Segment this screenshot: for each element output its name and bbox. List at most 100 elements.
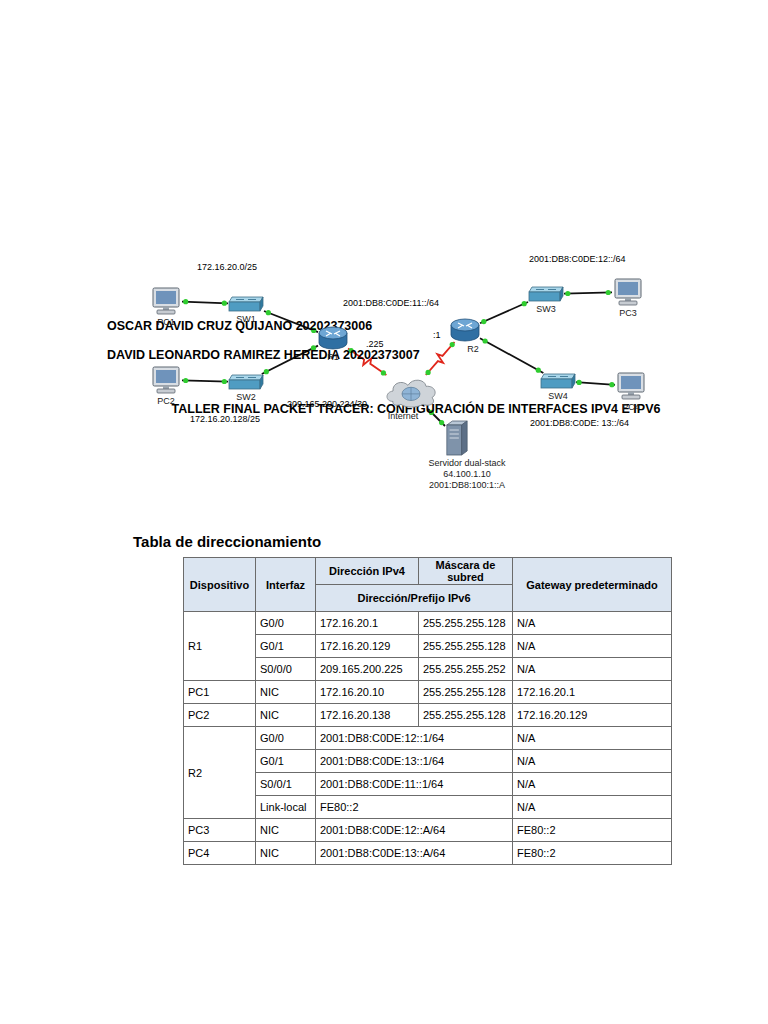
table-cell: G0/1 [256, 635, 316, 658]
header-cell: Interfaz [256, 558, 316, 612]
table-cell: NIC [256, 819, 316, 842]
cell-text: 2001:DB8:C0DE:11::1/64 [320, 778, 443, 790]
switch-icon [228, 296, 264, 312]
table-cell: PC2 [184, 704, 256, 727]
cell-text: 209.165.200.225 [320, 663, 403, 675]
table-cell: G0/0 [256, 727, 316, 750]
table-cell: 172.16.20.129 [316, 635, 419, 658]
cell-text: 2001:DB8:C0DE:13::A/64 [320, 847, 445, 859]
table-cell: N/A [513, 773, 672, 796]
cell-text: 2001:DB8:C0DE:12::1/64 [320, 732, 444, 744]
ethernet-wire [564, 292, 612, 293]
table-cell: 2001:DB8:C0DE:13::A/64 [316, 842, 513, 865]
addressing-table: DispositivoInterfazDirección IPv4Máscara… [183, 557, 672, 865]
cell-text: G0/1 [260, 640, 284, 652]
cell-text: R1 [188, 640, 202, 652]
device-label: R1 [327, 352, 339, 363]
device-node: SW3 [528, 286, 564, 302]
table-cell: NIC [256, 681, 316, 704]
table-cell: 2001:DB8:C0DE:12::1/64 [316, 727, 513, 750]
table-cell: R2 [184, 727, 256, 819]
cell-text: S0/0/0 [260, 663, 292, 675]
link-light [222, 301, 227, 306]
pc-icon [612, 278, 644, 306]
cell-text: NIC [260, 847, 279, 859]
cell-text: FE80::2 [517, 824, 556, 836]
serial-wire [426, 342, 455, 375]
ethernet-link [182, 378, 228, 384]
table-cell: G0/1 [256, 750, 316, 773]
link-light [439, 420, 444, 425]
link-light [609, 382, 614, 387]
ethernet-link [182, 299, 228, 306]
table-cell: 172.16.20.1 [513, 681, 672, 704]
header-text: Dirección/Prefijo IPv6 [357, 592, 470, 604]
table-cell: 2001:DB8:C0DE:13::1/64 [316, 750, 513, 773]
table-cell: N/A [513, 796, 672, 819]
table-row: PC1NIC172.16.20.10255.255.255.128172.16.… [184, 681, 672, 704]
cell-text: 2001:DB8:C0DE:13::1/64 [320, 755, 444, 767]
cell-text: N/A [517, 778, 535, 790]
device-label: R2 [467, 344, 479, 355]
table-cell: NIC [256, 842, 316, 865]
link-light [183, 378, 188, 383]
table-cell: 2001:DB8:C0DE:12::A/64 [316, 819, 513, 842]
table-cell: 255.255.255.128 [419, 635, 513, 658]
cell-text: 172.16.20.10 [320, 686, 384, 698]
link-light [481, 319, 486, 324]
table-heading: Tabla de direccionamiento [133, 533, 321, 551]
device-label: PC3 [619, 308, 637, 319]
table-cell: R1 [184, 612, 256, 681]
cell-text: 255.255.255.128 [423, 709, 506, 721]
table-row: PC2NIC172.16.20.138255.255.255.128172.16… [184, 704, 672, 727]
device-label: PC4 [622, 402, 640, 413]
table-row: S0/0/0209.165.200.225255.255.255.252N/A [184, 658, 672, 681]
table-cell: PC4 [184, 842, 256, 865]
device-label: SW3 [536, 304, 556, 315]
ethernet-link [480, 301, 528, 324]
device-node: SW4 [540, 373, 576, 389]
address-label: .225 [366, 339, 384, 350]
table-cell: 2001:DB8:C0DE:11::1/64 [316, 773, 513, 796]
address-label: :1 [433, 330, 441, 341]
cell-text: N/A [517, 617, 535, 629]
ethernet-link [564, 290, 612, 296]
ethernet-wire [480, 338, 543, 373]
device-node: SW2 [228, 374, 264, 390]
cell-text: 172.16.20.1 [320, 617, 378, 629]
ethernet-wire [182, 380, 228, 381]
pc-icon [150, 366, 182, 394]
ethernet-wire [576, 382, 615, 385]
header-text: Interfaz [266, 579, 305, 591]
device-label: SW2 [236, 392, 256, 403]
cell-text: R2 [188, 767, 202, 779]
cell-text: NIC [260, 686, 279, 698]
ethernet-wire [182, 302, 228, 304]
switch-icon [228, 374, 264, 390]
header-text: Máscara de subred [436, 559, 496, 583]
device-node: SW1 [228, 296, 264, 312]
cell-text: 172.16.20.138 [320, 709, 390, 721]
link-light [483, 338, 488, 343]
table-cell: 255.255.255.128 [419, 612, 513, 635]
cell-text: PC2 [188, 709, 209, 721]
table-cell: N/A [513, 658, 672, 681]
table-row: PC3NIC2001:DB8:C0DE:12::A/64FE80::2 [184, 819, 672, 842]
header-text: Dirección IPv4 [329, 565, 405, 577]
table-cell: 172.16.20.10 [316, 681, 419, 704]
server-icon [445, 420, 469, 456]
header-text: Gateway predeterminado [526, 579, 657, 591]
serial-link [426, 342, 455, 375]
cell-text: NIC [260, 709, 279, 721]
ethernet-link [576, 380, 615, 388]
router-icon [318, 326, 348, 350]
device-label: Internet [388, 411, 419, 422]
link-light [536, 368, 541, 373]
link-light [266, 310, 271, 315]
address-label: 64.100.1.10 [443, 469, 491, 480]
cell-text: N/A [517, 801, 535, 813]
table-cell: S0/0/0 [256, 658, 316, 681]
device-node: PC4 [615, 372, 647, 400]
cell-text: N/A [517, 640, 535, 652]
cell-text: G0/0 [260, 617, 284, 629]
